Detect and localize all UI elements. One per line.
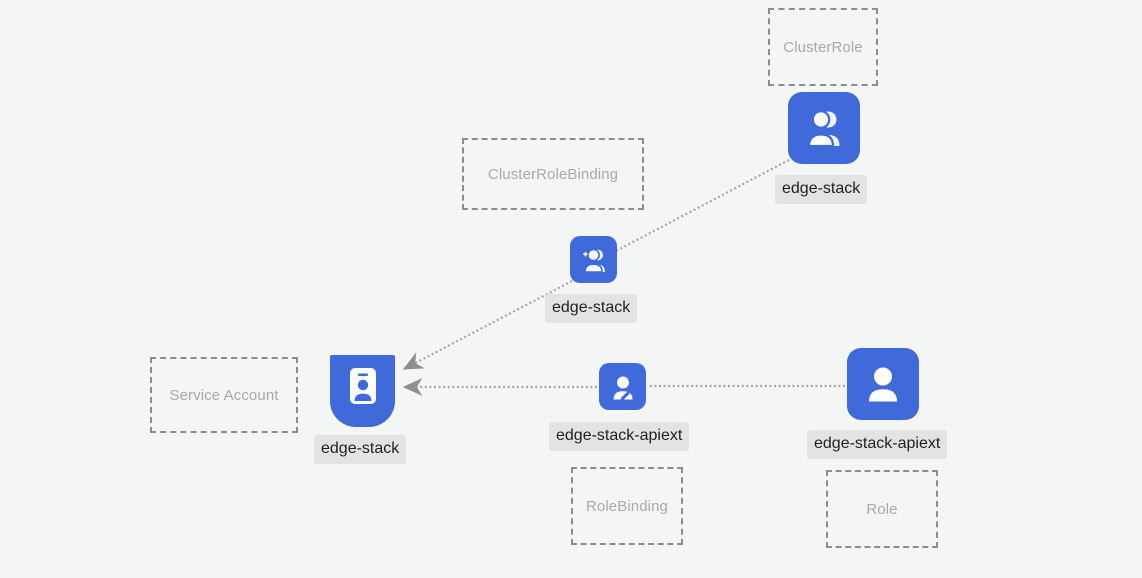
typebox-label: Service Account [169,386,279,404]
user-add-icon[interactable] [570,236,617,283]
user-icon[interactable] [847,348,919,420]
node-label-chip: edge-stack-apiext [807,430,948,459]
node-label-chip: edge-stack [545,294,638,323]
typebox-label: ClusterRole [783,38,863,56]
node-label-chip: edge-stack-apiext [549,422,690,451]
typebox-clusterrolebinding: ClusterRoleBinding [462,138,644,210]
typebox-serviceaccount: Service Account [150,357,298,433]
node-label-chip: edge-stack [314,435,407,464]
users-group-icon[interactable] [788,92,860,164]
user-edit-icon[interactable] [599,363,646,410]
typebox-clusterrole: ClusterRole [768,8,878,86]
id-badge-shield-icon[interactable] [330,355,395,427]
typebox-rolebinding: RoleBinding [571,467,683,545]
typebox-role: Role [826,470,938,548]
node-label-chip: edge-stack [775,175,868,204]
typebox-label: ClusterRoleBinding [487,165,619,183]
typebox-label: RoleBinding [586,497,668,515]
typebox-label: Role [866,500,898,518]
